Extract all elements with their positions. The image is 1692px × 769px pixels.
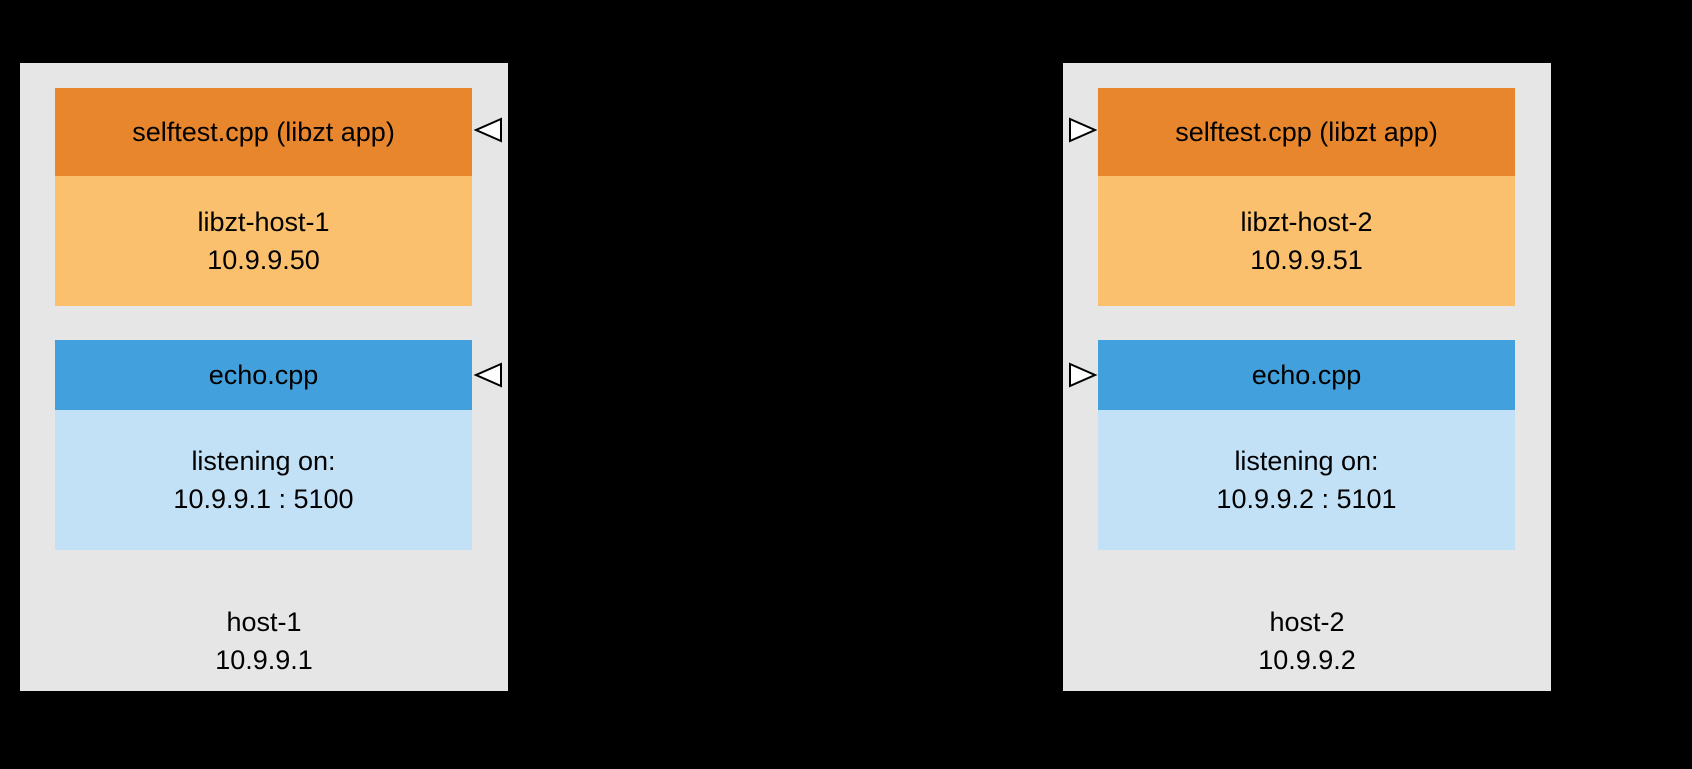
echo-app-box-1: echo.cpp: [55, 340, 472, 410]
echo-listen-box-2: listening on: 10.9.9.2 : 5101: [1098, 410, 1515, 550]
echo-app-box-2: echo.cpp: [1098, 340, 1515, 410]
echo-listening-label: listening on:: [191, 446, 336, 476]
libzt-node-ip: 10.9.9.50: [207, 245, 320, 275]
arrowhead-right-echo-icon: [1069, 362, 1098, 388]
host-ip: 10.9.9.2: [1258, 645, 1356, 675]
libzt-node-box-2: libzt-host-2 10.9.9.51: [1098, 176, 1515, 306]
selftest-app-box-2: selftest.cpp (libzt app): [1098, 88, 1515, 176]
libzt-node-ip: 10.9.9.51: [1250, 245, 1363, 275]
selftest-app-label: selftest.cpp (libzt app): [132, 117, 395, 147]
echo-app-label: echo.cpp: [1251, 360, 1362, 390]
host-label-2: host-2 10.9.9.2: [1063, 603, 1551, 679]
echo-listening-address: 10.9.9.2 : 5101: [1216, 484, 1397, 514]
echo-listen-box-1: listening on: 10.9.9.1 : 5100: [55, 410, 472, 550]
libzt-node-box-1: libzt-host-1 10.9.9.50: [55, 176, 472, 306]
host-panel-1: selftest.cpp (libzt app) libzt-host-1 10…: [20, 63, 508, 691]
selftest-app-label: selftest.cpp (libzt app): [1175, 117, 1438, 147]
host-panel-2: selftest.cpp (libzt app) libzt-host-2 10…: [1063, 63, 1551, 691]
host-ip: 10.9.9.1: [215, 645, 313, 675]
host-label-1: host-1 10.9.9.1: [20, 603, 508, 679]
echo-app-label: echo.cpp: [208, 360, 319, 390]
arrowhead-left-selftest-icon: [473, 117, 502, 143]
arrowhead-right-selftest-icon: [1069, 117, 1098, 143]
selftest-app-box-1: selftest.cpp (libzt app): [55, 88, 472, 176]
echo-listening-label: listening on:: [1234, 446, 1379, 476]
host-name: host-2: [1269, 607, 1345, 637]
echo-listening-address: 10.9.9.1 : 5100: [173, 484, 354, 514]
host-name: host-1: [226, 607, 302, 637]
libzt-node-name: libzt-host-1: [197, 207, 330, 237]
libzt-node-name: libzt-host-2: [1240, 207, 1373, 237]
arrowhead-left-echo-icon: [473, 362, 502, 388]
